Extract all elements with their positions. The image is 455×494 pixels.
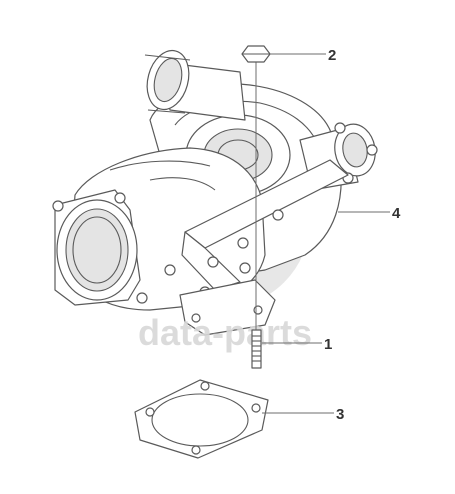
callout-3: 3: [262, 406, 344, 423]
callout-1: 1: [262, 336, 332, 353]
callout-label-4: 4: [392, 205, 401, 222]
callout-label-3: 3: [336, 406, 344, 423]
gasket: [134, 379, 269, 459]
callout-4: 4: [338, 205, 401, 222]
nut: [241, 45, 271, 335]
stud: [251, 329, 262, 369]
watermark-text: data-parts: [138, 312, 312, 353]
callout-2: 2: [270, 47, 336, 64]
bracket: [164, 159, 349, 298]
upper-inlet-pipe: [144, 49, 246, 121]
callout-label-2: 2: [328, 47, 336, 64]
callout-label-1: 1: [324, 336, 332, 353]
mounting-base: [179, 279, 276, 336]
front-flange: [52, 189, 148, 306]
